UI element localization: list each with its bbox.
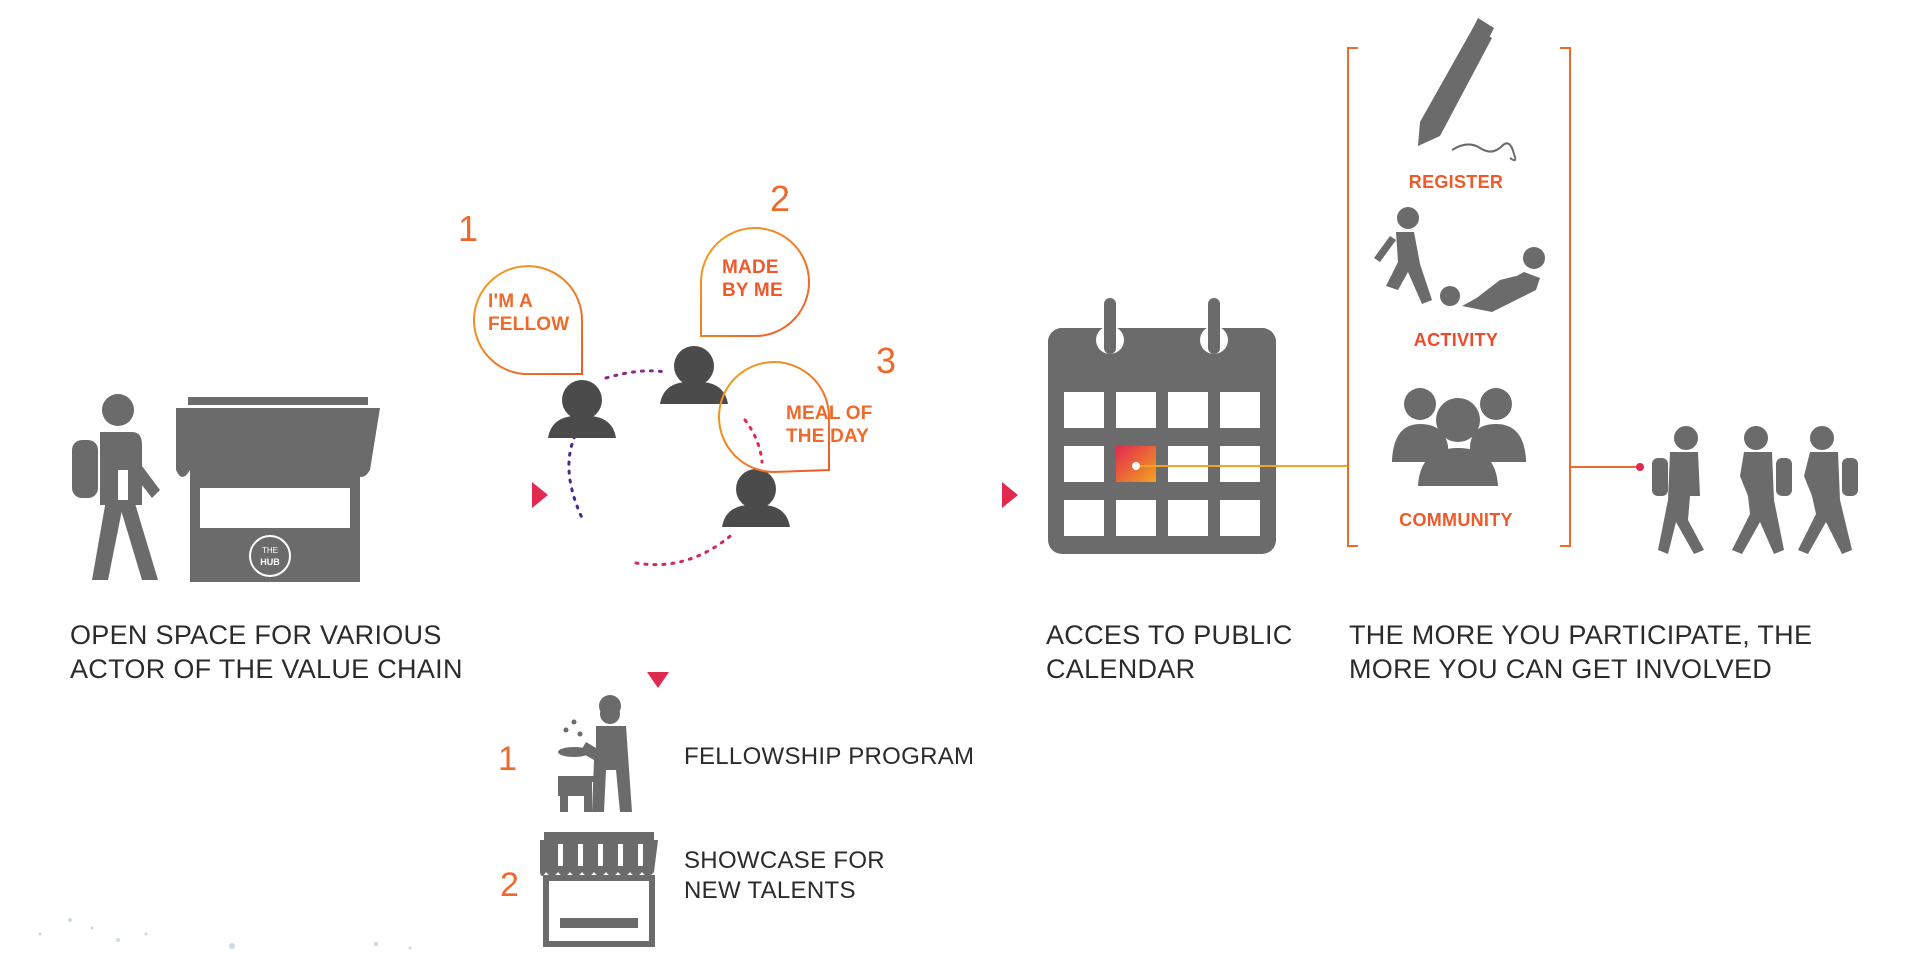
caption-calendar-line-1: ACCES TO PUBLIC [1046,620,1293,650]
bubble-2-line-1: MADE [722,257,779,278]
caption-open-space-line-2: ACTOR OF THE VALUE CHAIN [70,654,463,684]
person-bust-2-icon [660,346,728,404]
bubble-number-2: 2 [770,178,791,219]
program-2-line-2: NEW TALENTS [684,877,856,904]
person-bust-3-icon [722,469,790,527]
hub-logo-text-top: THE [262,546,278,555]
level-label-community: COMMUNITY [1399,510,1513,530]
caption-participate: THE MORE YOU PARTICIPATE, THE MORE YOU C… [1349,618,1812,686]
decorative-specks [38,918,412,950]
chef-icon [558,695,632,812]
bubble-number-1: 1 [458,208,479,249]
bubble-1 [473,265,583,375]
person-bust-1-icon [548,380,616,438]
right-bracket [1560,47,1571,547]
caption-open-space-line-1: OPEN SPACE FOR VARIOUS [70,620,442,650]
group-icon [1392,388,1526,486]
program-label-1: FELLOWSHIP PROGRAM [684,742,974,772]
bubble-2-line-2: BY ME [722,280,783,301]
bubble-text-3: MEAL OF THE DAY [786,402,873,448]
community-cycle [567,369,764,567]
program-number-1: 1 [498,740,517,778]
caption-open-space: OPEN SPACE FOR VARIOUS ACTOR OF THE VALU… [70,618,463,686]
program-label-2: SHOWCASE FOR NEW TALENTS [684,846,885,906]
stall-icon [540,832,658,947]
bubble-2 [700,227,810,337]
hub-logo-text-bottom: HUB [260,557,280,567]
bubble-1-line-1: I'M A [488,291,533,312]
level-label-activity: ACTIVITY [1413,330,1499,350]
program-2-line-1: SHOWCASE FOR [684,847,885,874]
caption-calendar-line-2: CALENDAR [1046,654,1196,684]
program-number-2: 2 [500,866,519,904]
arrow-to-calendar [864,482,1018,508]
bubble-1-line-2: FELLOW [488,314,570,335]
bubble-number-3: 3 [876,340,897,381]
walking-group-icon [1652,426,1858,554]
program-1-line-1: FELLOWSHIP PROGRAM [684,743,975,770]
pen-icon [1418,18,1517,162]
left-bracket [1347,47,1358,547]
bubble-3 [718,361,831,474]
walking-person-icon [72,394,160,580]
caption-participate-line-1: THE MORE YOU PARTICIPATE, THE [1349,620,1813,650]
calendar-icon [1048,298,1276,554]
arrow-to-community [390,482,548,508]
bubble-3-line-1: MEAL OF [786,403,873,424]
bubble-3-line-2: THE DAY [786,426,870,447]
caption-participate-line-2: MORE YOU CAN GET INVOLVED [1349,654,1773,684]
arrow-down-to-programs [647,588,669,688]
caption-calendar: ACCES TO PUBLIC CALENDAR [1046,618,1293,686]
running-sliding-icon [1374,207,1545,312]
hub-stall-icon [176,397,380,582]
bubble-text-1: I'M A FELLOW [488,290,569,336]
bubble-text-2: MADE BY ME [722,256,783,302]
level-label-register: REGISTER [1408,172,1504,192]
